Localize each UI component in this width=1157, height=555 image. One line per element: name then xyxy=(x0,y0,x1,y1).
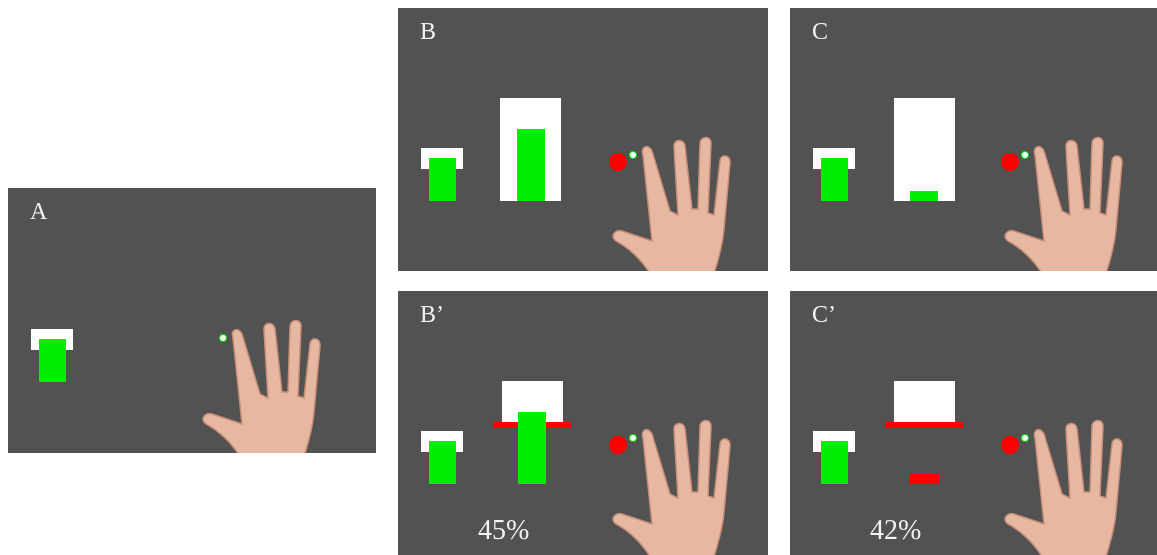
fingertip-marker-icon xyxy=(629,434,637,442)
panel-c: C xyxy=(790,8,1157,271)
panel-b-prime: B’ 45% xyxy=(398,291,768,555)
small-bar xyxy=(39,339,66,382)
hand-icon xyxy=(202,319,321,453)
fingertip-marker-icon xyxy=(629,151,637,159)
target-dot-icon xyxy=(609,153,627,171)
panel-b: B xyxy=(398,8,768,271)
fingertip-marker-icon xyxy=(219,334,227,342)
panel-c-prime: C’ 42% xyxy=(790,291,1157,555)
panel-b-label: B xyxy=(420,19,437,45)
large-bar xyxy=(910,191,938,201)
target-dot-icon xyxy=(1001,153,1019,171)
panel-c-prime-label: C’ xyxy=(812,302,836,328)
hand-icon xyxy=(612,419,731,555)
large-container xyxy=(894,381,955,423)
hand-icon xyxy=(1004,136,1123,271)
target-dot-icon xyxy=(1001,436,1019,454)
panel-c-label: C xyxy=(812,19,829,45)
small-bar xyxy=(429,441,456,484)
hand-icon xyxy=(612,136,731,271)
panel-a: A xyxy=(8,188,376,453)
panel-b-prime-label: B’ xyxy=(420,302,444,328)
fingertip-marker-icon xyxy=(1021,151,1029,159)
hand-icon xyxy=(1004,419,1123,555)
large-bar xyxy=(517,129,545,201)
large-container xyxy=(894,98,955,201)
small-bar xyxy=(429,158,456,201)
fingertip-marker-icon xyxy=(1021,434,1029,442)
percent-label: 42% xyxy=(870,515,922,546)
large-bar xyxy=(518,412,546,484)
error-line xyxy=(885,422,963,428)
small-bar xyxy=(821,158,848,201)
percent-label: 45% xyxy=(478,515,530,546)
panel-a-label: A xyxy=(30,199,48,225)
small-bar xyxy=(821,441,848,484)
target-dot-icon xyxy=(609,436,627,454)
error-bar xyxy=(909,474,939,484)
